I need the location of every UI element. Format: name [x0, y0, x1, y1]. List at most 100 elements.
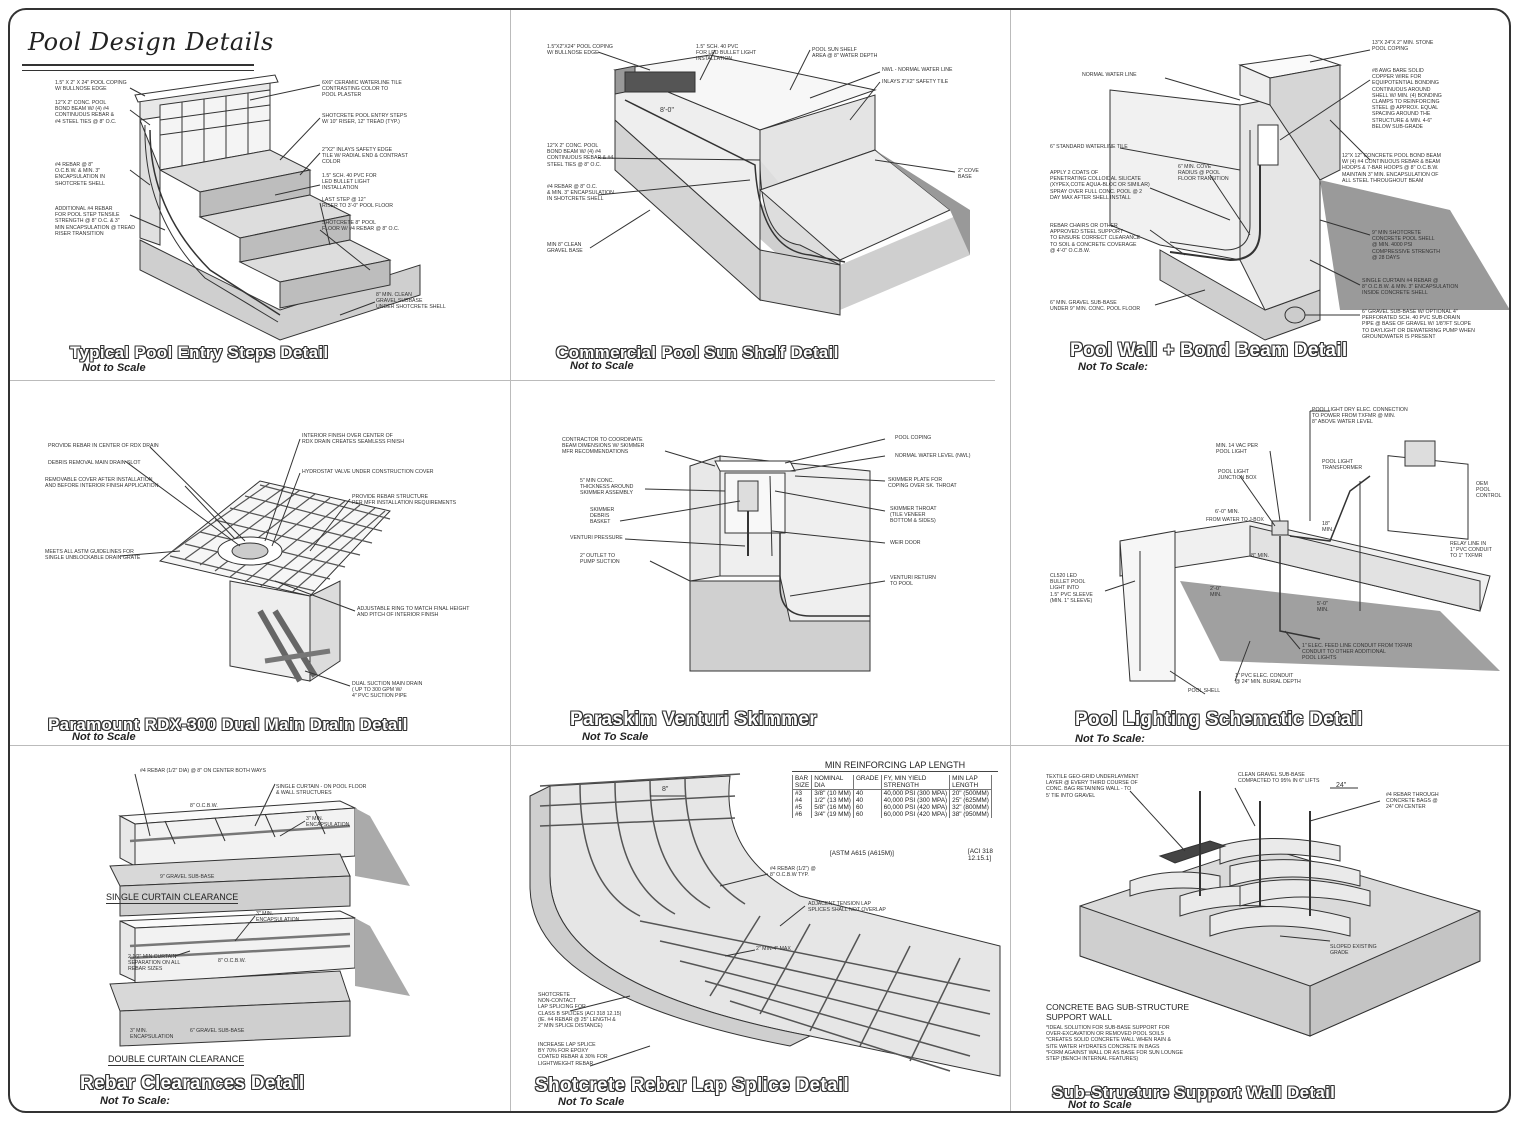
note-rebar-chairs: REBAR CHAIRS OR OTHER APPROVED STEEL SUP…	[1050, 223, 1141, 254]
panel-title: Rebar Clearances Detail	[80, 1073, 305, 1094]
note-spacing-single: 8" O.C.B.W.	[190, 803, 218, 809]
panel-pool-wall-bond-beam: NORMAL WATER LINE 6" STANDARD WATERLINE …	[1010, 10, 1509, 380]
dimension-spacing: 8"	[662, 786, 669, 793]
note-safety-tile: 2"x2" INLAYS SAFETY EDGE TILE W/ RADIAL …	[322, 147, 408, 166]
note-pool-control: OEM POOL CONTROL	[1476, 481, 1502, 500]
note-gravel: MIN 8" CLEAN GRAVEL BASE	[547, 242, 583, 255]
note-bond-beam: 12"x 12" CONCRETE POOL BOND BEAM W/ (4) …	[1342, 153, 1441, 184]
note-increase-splice: INCREASE LAP SPLICE BY 70% FOR EPOXY COA…	[538, 1042, 608, 1067]
table-row: #5 5/8" (16 MM) 60 60,000 PSI (420 MPA) …	[791, 804, 992, 811]
scale-note: Not To Scale:	[1078, 361, 1148, 373]
cell-bar-size: #3	[791, 789, 813, 797]
cell-nominal-dia: 3/8" (10 MM)	[811, 789, 854, 797]
note-venturi-return: VENTURI RETURN TO POOL	[890, 575, 936, 588]
panel-venturi-skimmer: CONTRACTOR TO COORDINATE BEAM DIMENSIONS…	[510, 381, 1010, 745]
sub-structure-wall-drawing	[1079, 787, 1481, 1037]
row-divider	[10, 745, 1509, 746]
cell-bar-size: #4	[791, 797, 813, 804]
note-sun-shelf: POOL SUN SHELF AREA @ 8" WATER DEPTH	[812, 47, 878, 60]
cell-nominal-dia: 5/8" (16 MM)	[811, 804, 854, 811]
column-divider	[1010, 10, 1011, 1111]
note-adjustable-ring: ADJUSTABLE RING TO MATCH FINAL HEIGHT AN…	[357, 606, 470, 619]
panel-sun-shelf: 1.5"x2"x24" POOL COPING W/ BULLNOSE EDGE…	[510, 10, 1010, 380]
note-hydrostat-valve: HYDROSTAT VALVE UNDER CONSTRUCTION COVER	[302, 469, 434, 475]
note-rebar-center: PROVIDE REBAR IN CENTER OF RDX DRAIN	[48, 443, 159, 449]
note-last-step: LAST STEP @ 12" RISER TO 3'-0" POOL FLOO…	[322, 197, 394, 210]
cell-bar-size: #6	[791, 811, 813, 818]
cell-yield: 60,000 PSI (420 MPA)	[880, 804, 951, 811]
note-astm: MEETS ALL ASTM GUIDELINES FOR SINGLE UNB…	[45, 549, 141, 562]
cell-bar-size: #5	[791, 804, 813, 811]
note-safety-tile: INLAYS 2"x2" SAFETY TILE	[882, 79, 949, 85]
scale-note: Not to Scale	[1068, 1099, 1132, 1111]
scale-note: Not to Scale	[82, 362, 146, 374]
note-nwl: NORMAL WATER LEVEL (NWL)	[895, 453, 971, 459]
lap-table-grid: BAR SIZE NOMINAL DIA GRADE FY, MIN YIELD…	[791, 775, 992, 818]
note-junction-box: POOL LIGHT JUNCTION BOX	[1218, 469, 1257, 482]
note-entry-steps: SHOTCRETE POOL ENTRY STEPS W/ 10" RISER,…	[322, 113, 407, 126]
dimension-distance: 6'-0" MIN.	[1215, 509, 1240, 515]
cell-yield: 40,000 PSI (300 MPA)	[880, 789, 951, 797]
lap-header: MIN LAP LENGTH	[949, 775, 992, 790]
note-coping: 1.5"x2"x24" POOL COPING W/ BULLNOSE EDGE	[547, 44, 613, 57]
note-weir-door: WEIR DOOR	[890, 540, 921, 546]
panel-title: Sub-Structure Support Wall Detail	[1052, 1083, 1336, 1102]
note-rebar: #4 REBAR @ 8" O.C.B.W. & MIN. 3" ENCAPSU…	[55, 162, 106, 187]
dimension-conduit-depth: 5'-0" MIN.	[1317, 601, 1329, 613]
note-additional-rebar: ADDITIONAL #4 REBAR FOR POOL STEP TENSIL…	[55, 206, 136, 237]
note-non-contact-splicing: SHOTCRETE NON-CONTACT LAP SPLICING FOR C…	[538, 992, 622, 1030]
note-pvc-light: 1.5" SCH. 40 PVC FOR LED BULLET LIGHT IN…	[322, 173, 377, 192]
note-venturi-pressure: VENTURI PRESSURE	[570, 535, 623, 541]
lap-table-footnote-aci: [ACI 318 12.15.1]	[968, 848, 993, 862]
cell-grade: 40	[852, 789, 882, 797]
note-wall-description: *IDEAL SOLUTION FOR SUB-BASE SUPPORT FOR…	[1046, 1025, 1184, 1063]
note-removable-cover: REMOVABLE COVER AFTER INSTALLATION AND B…	[45, 477, 159, 490]
note-waterline-tile: 6" STANDARD WATERLINE TILE	[1050, 144, 1128, 150]
note-dry-connection: POOL LIGHT DRY ELEC. CONNECTION TO POWER…	[1312, 407, 1408, 426]
note-led-light: CL520 LED BULLET POOL LIGHT INTO 1.5" PV…	[1050, 573, 1093, 604]
cell-grade: 40	[852, 797, 882, 804]
note-adjacent-splices: ADJACENT TENSION LAP SPLICES SHALL NOT O…	[808, 901, 886, 914]
sheet-title: Pool Design Details	[28, 28, 274, 56]
venturi-skimmer-drawing	[619, 438, 886, 672]
cell-nominal-dia: 3/4" (19 MM)	[811, 811, 854, 818]
note-gravel: 8" MIN. CLEAN GRAVEL SUBBASE UNDER SHOTC…	[376, 292, 446, 311]
note-rebar-spacing: #4 REBAR (1/2" DIA) @ 8" ON CENTER BOTH …	[140, 768, 266, 774]
panel-rebar-clearances: #4 REBAR (1/2" DIA) @ 8" ON CENTER BOTH …	[10, 746, 510, 1111]
note-single-curtain: SINGLE CURTAIN - ON POOL FLOOR & WALL ST…	[276, 784, 367, 797]
note-encapsulation-single: 3" MIN. ENCAPSULATION	[306, 816, 350, 829]
panel-pool-entry-steps: 1.5" x 2" x 24" POOL COPING W/ BULLNOSE …	[10, 10, 510, 380]
scale-note: Not to Scale	[72, 731, 136, 743]
scale-note: Not To Scale:	[100, 1095, 170, 1107]
note-pool-coping: POOL COPING	[895, 435, 932, 441]
note-rebar-bags: #4 REBAR THROUGH CONCRETE BAGS @ 24" ON …	[1386, 792, 1439, 811]
panel-title: Shotcrete Rebar Lap Splice Detail	[535, 1075, 849, 1096]
dimension-rebar-spacing: 24"	[1336, 782, 1347, 789]
dimension-distance-label: FROM WATER TO J-BOX	[1206, 517, 1264, 523]
note-feed-line: 1" ELEC. FEED LINE CONDUIT FROM TXFMR CO…	[1302, 643, 1413, 662]
title-underline	[22, 70, 254, 71]
note-pool-shell: POOL SHELL	[1188, 688, 1221, 694]
note-splice-distance: 2" MIN-4" MAX	[756, 946, 791, 952]
cell-lap-length: 38" (950MM)	[949, 811, 992, 818]
note-nwl: NWL - NORMAL WATER LINE	[882, 67, 953, 73]
note-gravel-single: 9" GRAVEL SUB-BASE	[160, 874, 215, 880]
note-sub-drain: 6" GRAVEL SUB-BASE W/ OPTIONAL 4" PERFOR…	[1362, 309, 1475, 340]
title-underline	[22, 64, 254, 66]
note-cove-base: 2" COVE BASE	[958, 168, 979, 181]
table-row: #6 3/4" (19 MM) 60 60,000 PSI (420 MPA) …	[791, 811, 992, 818]
rebar-clearances-drawing	[109, 773, 410, 1047]
note-pool-floor: SHOTCRETE 8" POOL FLOOR W/ #4 REBAR @ 8"…	[322, 220, 400, 233]
cell-lap-length: 32" (800MM)	[949, 804, 992, 811]
panel-title: Paramount RDX-300 Dual Main Drain Detail	[48, 715, 408, 734]
dimension-depth: 8" MIN.	[1251, 553, 1270, 559]
lap-table-footnote: [ASTM A615 (A615M)]	[830, 850, 894, 857]
panel-title: Pool Wall + Bond Beam Detail	[1070, 340, 1348, 361]
table-row: #4 1/2" (13 MM) 40 40,000 PSI (300 MPA) …	[791, 797, 992, 804]
pool-lighting-drawing	[1104, 410, 1500, 695]
pool-wall-drawing	[1109, 49, 1509, 341]
note-coping: 1.5" x 2" x 24" POOL COPING W/ BULLNOSE …	[55, 80, 127, 93]
note-spacing-double: 8" O.C.B.W.	[218, 958, 246, 964]
note-interior-finish: INTERIOR FINISH OVER CENTER OF RDX DRAIN…	[302, 433, 404, 446]
cell-yield: 40,000 PSI (300 MPA)	[880, 797, 951, 804]
